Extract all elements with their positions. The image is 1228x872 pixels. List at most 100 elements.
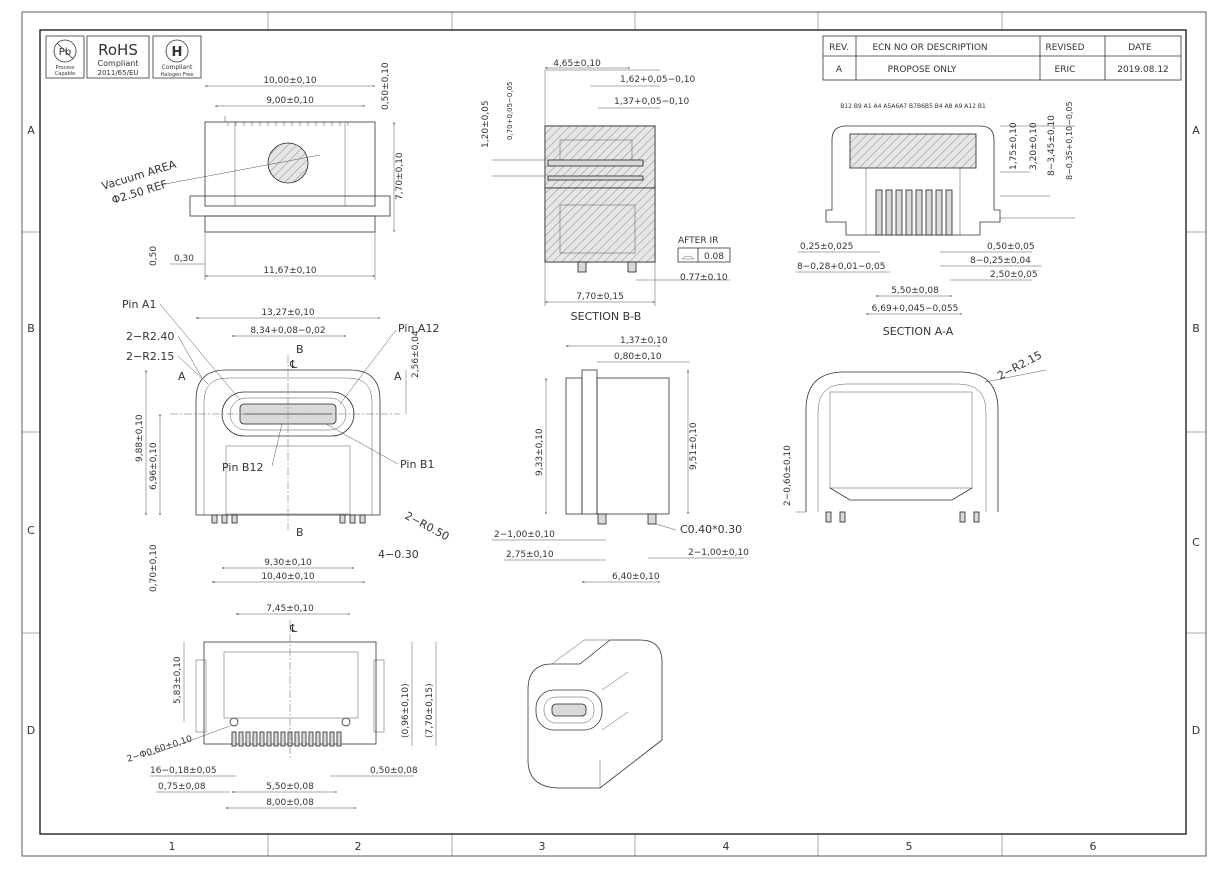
- front-section-a-mark-left: A: [178, 370, 186, 383]
- front-9-30-dim: 9,30±0,10: [264, 558, 312, 568]
- rohs-title: RoHS: [98, 41, 138, 59]
- isometric-view: [527, 639, 663, 789]
- pin-b1-label: Pin B1: [400, 458, 434, 471]
- after-ir-label: AFTER IR: [678, 236, 718, 246]
- pb-process-badge: Pb Process Capable: [45, 35, 85, 79]
- pin-a1-label: Pin A1: [122, 298, 156, 311]
- top-0-30-dim: 0,30: [174, 254, 194, 264]
- side-view: 1,37±0,10 0,80±0,10 9,33±0,10 9,51±0,10 …: [492, 336, 749, 583]
- halogen-line1: Compliant: [162, 64, 193, 71]
- radius-2-40-label: 2−R2.40: [126, 330, 174, 343]
- section-bb-0-77-dim: 0.77±0.10: [680, 273, 728, 283]
- revised-header: REVISED: [1045, 43, 1084, 53]
- section-bb-1-62-dim: 1,62+0,05−0,10: [620, 75, 695, 85]
- zone-row-c-left: C: [27, 524, 35, 537]
- zone-row-d-right: D: [1192, 724, 1200, 737]
- front-section-b-mark-bottom: B: [296, 526, 304, 539]
- vacuum-area-circle: [267, 142, 309, 184]
- section-bb-view: 4,65±0,10 1,62+0,05−0,10 1,37+0,05−0,10 …: [481, 59, 731, 323]
- section-aa-6-69-dim: 6,69+0,045−0,055: [872, 304, 959, 314]
- section-aa-0-50-dim: 0,50±0,05: [987, 242, 1035, 252]
- bottom-hole-dim: 2−Φ0,60±0,10: [126, 734, 194, 765]
- pin-a12-label: Pin A12: [398, 322, 439, 335]
- section-aa-2-50-dim: 2,50±0,05: [990, 270, 1038, 280]
- side-9-33-dim: 9,33±0,10: [535, 428, 545, 476]
- bottom-0-96-dim: (0,96±0,10): [401, 683, 411, 738]
- top-height-dim: 7,70±0,10: [395, 152, 405, 200]
- zone-row-d-left: D: [27, 724, 35, 737]
- rear-view: 2−R2.15 2−0,60±0,10: [783, 348, 1047, 523]
- side-1-37-dim: 1,37±0,10: [620, 336, 668, 346]
- front-9-88-dim: 9,88±0,10: [135, 414, 145, 462]
- date-header: DATE: [1128, 43, 1152, 53]
- side-2-1-00-right-dim: 2−1,00±0,10: [688, 548, 749, 558]
- zone-col-3: 3: [539, 840, 546, 853]
- bottom-centerline-mark: ℄: [289, 622, 297, 635]
- zone-row-b-left: B: [27, 322, 35, 335]
- bottom-16-pins-dim: 16−0,18±0,05: [150, 766, 217, 776]
- rohs-line1: Compliant: [98, 59, 139, 68]
- section-aa-0-25-dim: 0,25±0,025: [800, 242, 853, 252]
- section-aa-view: B12 B9 A1 A4 A5A6A7 B7B6B5 B4 A8 A9 A12 …: [796, 101, 1075, 338]
- side-2-1-00-dim: 2−1,00±0,10: [494, 530, 555, 540]
- zone-col-1: 1: [169, 840, 176, 853]
- halogen-free-badge: H Compliant Halogen Free: [152, 35, 202, 79]
- section-bb-1-37-dim: 1,37+0,05−0,10: [614, 97, 689, 107]
- rev-header: REV.: [829, 43, 849, 53]
- zone-labels: 1 2 3 4 5 6 A B C D A B C D: [27, 124, 1200, 853]
- section-bb-4-65-dim: 4,65±0,10: [553, 59, 601, 69]
- top-width-9-dim: 9,00±0,10: [266, 96, 314, 106]
- outer-border: [21, 11, 1207, 857]
- side-0-80-dim: 0,80±0,10: [614, 352, 662, 362]
- section-aa-3-45-dim: 8−3,45±0,10: [1047, 115, 1057, 176]
- pb-line1: Process: [56, 65, 75, 71]
- zone-row-b-right: B: [1192, 322, 1200, 335]
- top-0-50-dim: 0,50±0,10: [381, 62, 391, 110]
- bottom-7-70-dim: (7,70±0,15): [425, 683, 435, 738]
- revised-value: ERIC: [1055, 65, 1076, 75]
- section-aa-1-75-dim: 1,75±0,10: [1009, 122, 1019, 170]
- pb-line2: Capable: [55, 71, 75, 77]
- front-section-b-mark-top: B: [296, 343, 304, 356]
- zone-col-4: 4: [723, 840, 730, 853]
- section-aa-5-50-dim: 5,50±0,08: [891, 286, 939, 296]
- top-overall-width-dim: 11,67±0,10: [263, 266, 317, 276]
- rear-0-60-dim: 2−0,60±0,10: [783, 445, 793, 506]
- section-aa-3-20-dim: 3,20±0,10: [1029, 122, 1039, 170]
- bottom-0-75-dim: 0,75±0,08: [158, 782, 206, 792]
- zone-row-a-right: A: [1192, 124, 1200, 137]
- radius-2-15-label: 2−R2.15: [126, 350, 174, 363]
- rev-value: A: [836, 65, 843, 75]
- section-aa-0-25-pitch-dim: 8−0,25±0,04: [970, 256, 1031, 266]
- chamfer-label: C0.40*0.30: [680, 523, 742, 536]
- revision-table: REV. ECN NO OR DESCRIPTION REVISED DATE …: [822, 35, 1182, 81]
- top-width-10-dim: 10,00±0,10: [263, 76, 317, 86]
- front-2-56-dim: 2,56±0,04: [411, 330, 421, 378]
- front-13-27-dim: 13,27±0,10: [261, 308, 315, 318]
- bottom-0-50-dim: 0,50±0,08: [370, 766, 418, 776]
- section-aa-pin-labels: B12 B9 A1 A4 A5A6A7 B7B6B5 B4 A8 A9 A12 …: [840, 103, 986, 110]
- zone-row-c-right: C: [1192, 536, 1200, 549]
- side-6-40-dim: 6,40±0,10: [612, 572, 660, 582]
- rohs-badge: RoHS Compliant 2011/65/EU: [86, 35, 150, 79]
- top-view: Vacuum AREA Φ2.50 REF 10,00±0,10 9,00±0,…: [100, 62, 405, 280]
- rohs-line2: 2011/65/EU: [98, 69, 139, 77]
- front-10-40-dim: 10,40±0,10: [261, 572, 315, 582]
- front-centerline-mark: ℄: [289, 358, 297, 371]
- pb-symbol: Pb: [59, 47, 71, 58]
- pins-4-0-30-label: 4−0.30: [378, 548, 419, 561]
- section-bb-0-70-dim: 0,70+0,05−0,05: [506, 82, 514, 141]
- zone-col-2: 2: [355, 840, 362, 853]
- bottom-5-50-dim: 5,50±0,08: [266, 782, 314, 792]
- bottom-8-00-dim: 8,00±0,08: [266, 798, 314, 808]
- front-0-70-dim: 0,70±0,10: [149, 544, 159, 592]
- rear-radius-label: 2−R2.15: [995, 348, 1044, 382]
- zone-row-a-left: A: [27, 124, 35, 137]
- section-aa-0-28-dim: 8−0,28+0,01−0,05: [797, 262, 885, 272]
- section-bb-1-20-dim: 1,20±0,05: [481, 100, 491, 148]
- bottom-7-45-dim: 7,45±0,10: [266, 604, 314, 614]
- front-view: B B A A ℄ Pin A1 Pin A12 Pin B12 Pin B1 …: [122, 298, 451, 592]
- ecn-value: PROPOSE ONLY: [888, 65, 957, 75]
